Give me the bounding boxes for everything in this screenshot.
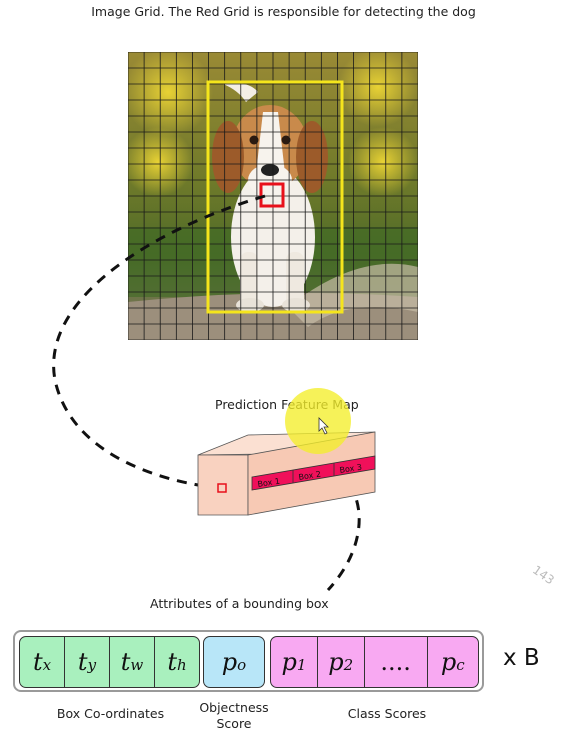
dashed-connector-grid-to-feature-map (52, 194, 266, 490)
objectness-caption: Objectness Score (190, 700, 278, 732)
objectness-caption-line2: Score (216, 716, 252, 731)
diagram-title: Image Grid. The Red Grid is responsible … (91, 4, 476, 19)
ellipsis-cell: .... (365, 637, 428, 687)
dashed-connector-feature-map-to-attributes (326, 468, 361, 592)
class-scores-caption: Class Scores (347, 706, 427, 721)
mouse-cursor-icon (318, 417, 329, 435)
yellow-bounding-box (206, 80, 344, 314)
prism-label-box-3: Box 3 (339, 463, 363, 475)
attributes-title: Attributes of a bounding box (150, 596, 329, 611)
box-coordinates-caption: Box Co-ordinates (56, 706, 165, 721)
red-responsible-cell (259, 182, 285, 208)
image-grid (128, 52, 418, 340)
objectness-caption-line1: Objectness (199, 700, 269, 715)
cursor-highlight (285, 388, 351, 454)
prism-front-face (197, 454, 249, 516)
prism-label-box-2: Box 2 (298, 470, 322, 482)
feature-map-red-cell (217, 483, 227, 493)
feature-map-prism: Box 1 Box 2 Box 3 (197, 431, 376, 516)
prism-label-box-1: Box 1 (257, 477, 281, 489)
times-b-label: x B (503, 645, 540, 671)
